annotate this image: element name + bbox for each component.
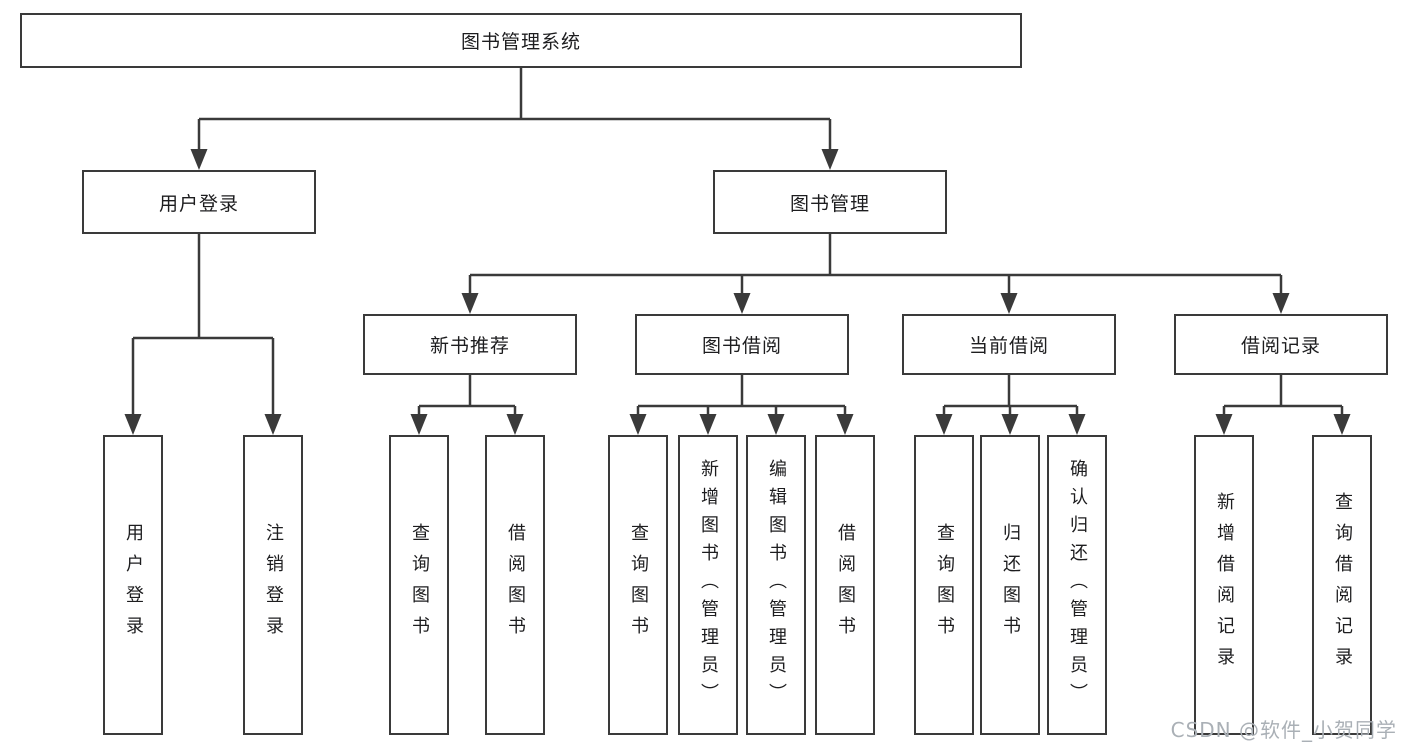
leaf-query-borrow-record: 查询借阅记录: [1312, 435, 1372, 735]
leaf-add-book-admin-label: 新增图书（管理员）: [698, 459, 719, 711]
leaf-user-login: 用户登录: [103, 435, 163, 735]
leaf-return-book-label: 归还图书: [1000, 523, 1021, 647]
leaf-query-books-recommend: 查询图书: [389, 435, 449, 735]
node-current-borrow-label: 当前借阅: [968, 335, 1049, 357]
csdn-watermark: CSDN @软件_小贺同学: [1170, 718, 1397, 742]
leaf-query-books-borrow-label: 查询图书: [628, 523, 649, 647]
node-user-login-label: 用户登录: [158, 192, 239, 215]
node-borrow-records: 借阅记录: [1174, 314, 1388, 375]
leaf-query-books-recommend-label: 查询图书: [409, 523, 430, 647]
leaf-add-borrow-record: 新增借阅记录: [1194, 435, 1254, 735]
leaf-edit-book-admin-label: 编辑图书（管理员）: [766, 459, 787, 711]
node-library-system: 图书管理系统: [20, 13, 1022, 68]
node-book-management: 图书管理: [713, 170, 947, 234]
node-current-borrow: 当前借阅: [902, 314, 1116, 375]
leaf-user-login-label: 用户登录: [123, 523, 144, 647]
leaf-return-book: 归还图书: [980, 435, 1040, 735]
leaf-borrow-books-recommend: 借阅图书: [485, 435, 545, 735]
leaf-logout-label: 注销登录: [263, 523, 284, 647]
leaf-query-books-current-label: 查询图书: [934, 523, 955, 647]
leaf-query-books-current: 查询图书: [914, 435, 974, 735]
leaf-confirm-return-admin-label: 确认归还（管理员）: [1067, 459, 1088, 711]
node-book-management-label: 图书管理: [789, 192, 870, 215]
node-book-borrow: 图书借阅: [635, 314, 849, 375]
leaf-edit-book-admin: 编辑图书（管理员）: [746, 435, 806, 735]
node-user-login: 用户登录: [82, 170, 316, 234]
leaf-query-borrow-record-label: 查询借阅记录: [1332, 492, 1353, 678]
node-library-system-label: 图书管理系统: [460, 31, 581, 53]
arrowheads: [124, 149, 1351, 435]
leaf-logout: 注销登录: [243, 435, 303, 735]
leaf-confirm-return-admin: 确认归还（管理员）: [1047, 435, 1107, 735]
leaf-query-books-borrow: 查询图书: [608, 435, 668, 735]
node-new-book-recommend-label: 新书推荐: [429, 335, 510, 357]
leaf-borrow-books-recommend-label: 借阅图书: [505, 523, 526, 647]
leaf-add-borrow-record-label: 新增借阅记录: [1214, 492, 1235, 678]
leaf-borrow-books-label: 借阅图书: [835, 523, 856, 647]
leaf-borrow-books: 借阅图书: [815, 435, 875, 735]
connector-paths: [131, 68, 1344, 416]
node-new-book-recommend: 新书推荐: [363, 314, 577, 375]
node-borrow-records-label: 借阅记录: [1240, 335, 1321, 357]
node-book-borrow-label: 图书借阅: [701, 335, 782, 357]
leaf-add-book-admin: 新增图书（管理员）: [678, 435, 738, 735]
